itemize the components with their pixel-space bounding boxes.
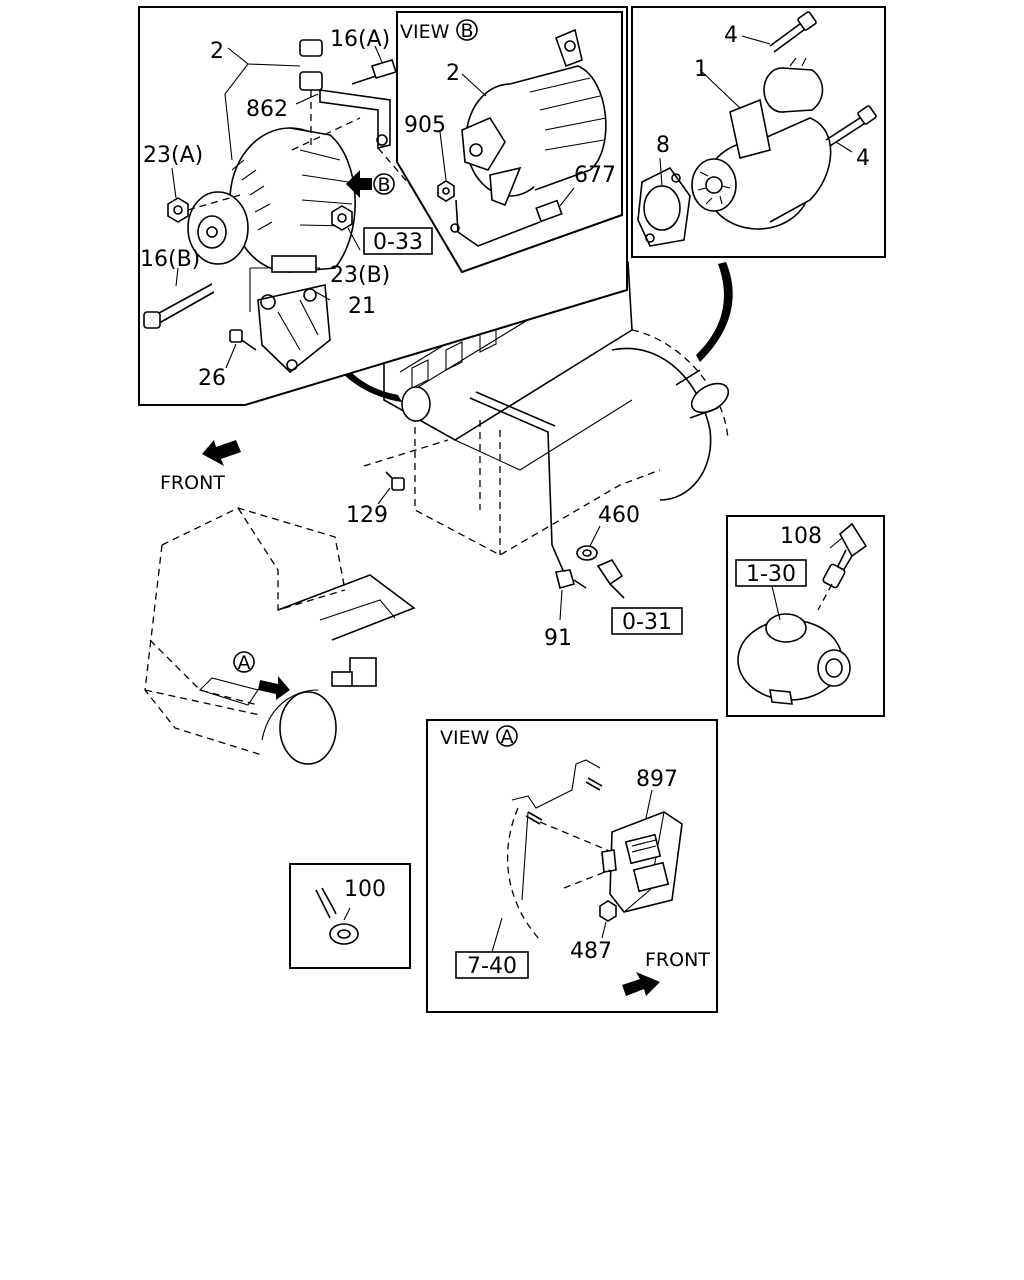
callout-108: 108 xyxy=(780,524,822,549)
callout-4-right: 4 xyxy=(856,146,870,171)
view-b-title: VIEW xyxy=(400,21,450,43)
view-b-arrow xyxy=(346,170,372,198)
ref-0-31: 0-31 xyxy=(622,610,672,635)
arrow-b-letter: B xyxy=(377,174,390,196)
sensor-panel: 108 1-30 xyxy=(726,515,885,717)
callout-8: 8 xyxy=(656,133,670,158)
callout-21: 21 xyxy=(348,294,376,319)
callout-677: 677 xyxy=(574,163,616,188)
callout-460: 460 xyxy=(598,503,640,528)
callout-4-top: 4 xyxy=(724,23,738,48)
callout-16b: 16(B) xyxy=(140,247,200,272)
engine-callouts: 129 460 91 0-31 xyxy=(346,439,683,651)
front-label-bottom: FRONT xyxy=(645,949,710,971)
callout-897: 897 xyxy=(636,767,678,792)
callout-487: 487 xyxy=(570,939,612,964)
callout-905: 905 xyxy=(404,113,446,138)
callout-23a: 23(A) xyxy=(143,143,203,168)
ref-7-40: 7-40 xyxy=(467,954,517,979)
ref-0-33: 0-33 xyxy=(373,230,423,255)
view-a-letter: A xyxy=(501,726,514,748)
view-b-letter: B xyxy=(460,20,473,42)
curved-arrow-starter xyxy=(696,262,733,362)
callout-100: 100 xyxy=(344,877,386,902)
front-label-top: FRONT xyxy=(160,472,225,494)
truck-arrow-a-letter: A xyxy=(238,652,251,674)
front-indicator-top: FRONT xyxy=(160,440,241,494)
view-b-callout-2: 2 xyxy=(446,61,460,86)
view-a-arrow xyxy=(258,676,290,700)
callout-129: 129 xyxy=(346,503,388,528)
view-a-title: VIEW xyxy=(440,727,490,749)
callout-862: 862 xyxy=(246,97,288,122)
starter-panel: 4 1 8 4 xyxy=(631,6,886,258)
callout-16a: 16(A) xyxy=(330,27,390,52)
callout-1: 1 xyxy=(694,57,708,82)
clip-panel: 100 xyxy=(289,863,411,969)
callout-91: 91 xyxy=(544,626,572,651)
ref-1-30: 1-30 xyxy=(746,562,796,587)
callout-2: 2 xyxy=(210,39,224,64)
view-a-panel: VIEW A 897 487 7-40 FRONT xyxy=(426,719,718,1013)
front-arrow-bottom xyxy=(622,972,660,996)
callout-23b: 23(B) xyxy=(330,263,390,288)
callout-26: 26 xyxy=(198,366,226,391)
alternator-drawing xyxy=(143,39,449,374)
view-b-panel: VIEW B 2 905 677 xyxy=(396,11,623,274)
truck-cab-drawing: A xyxy=(144,507,416,765)
